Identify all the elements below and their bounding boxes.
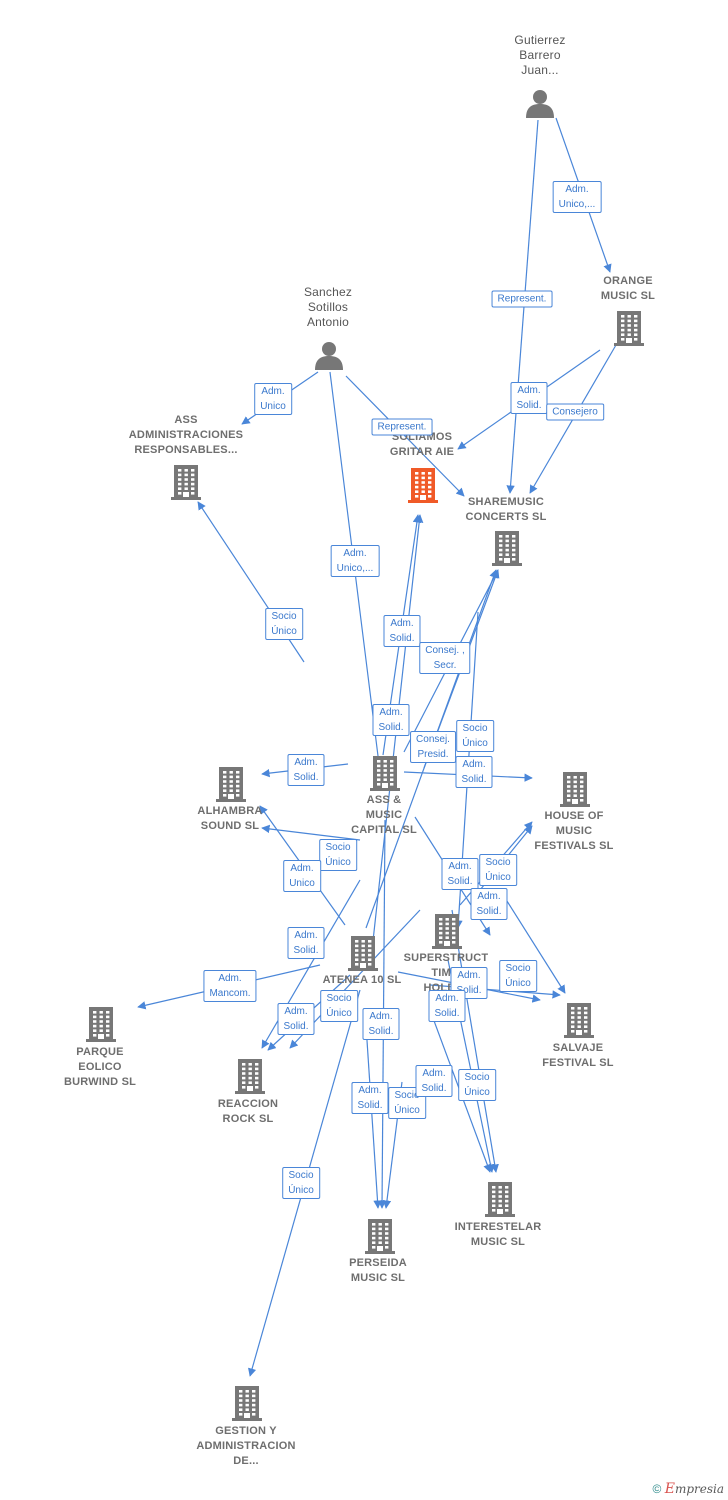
edge-label-e4[interactable]: Represent.	[371, 418, 433, 436]
node-label: REACCION ROCK SL	[217, 1098, 279, 1125]
edge-label-e21[interactable]: Adm. Solid.	[287, 927, 325, 959]
node-salvaje[interactable]: SALVAJE FESTIVAL SL	[542, 1041, 613, 1071]
node-label: ALHAMBRA SOUND SL	[197, 805, 263, 832]
edge-label-e11[interactable]: Adm. Solid.	[372, 704, 410, 736]
person-icon[interactable]	[314, 340, 344, 375]
node-label: Sanchez Sotillos Antonio	[303, 285, 353, 329]
edge-label-e9[interactable]: Adm. Solid.	[383, 615, 421, 647]
edge-label-e3[interactable]: Adm. Unico	[254, 383, 292, 415]
node-interestelar[interactable]: INTERESTELAR MUSIC SL	[455, 1220, 542, 1250]
edge-label-e12[interactable]: Consej. Presid.	[410, 731, 456, 763]
edge-label-e8[interactable]: Socio Único	[265, 608, 303, 640]
building-icon[interactable]	[235, 1058, 265, 1099]
edge-label-e30[interactable]: Adm. Solid.	[351, 1082, 389, 1114]
building-icon[interactable]	[564, 1002, 594, 1043]
node-parque[interactable]: PARQUE EOLICO BURWIND SL	[64, 1045, 136, 1090]
edge-label-e14[interactable]: Adm. Solid.	[455, 756, 493, 788]
edge-label-e7[interactable]: Adm. Unico,...	[330, 545, 380, 577]
person-icon[interactable]	[525, 88, 555, 123]
copyright-symbol: ©	[652, 1482, 662, 1496]
edge-label-e16[interactable]: Socio Único	[319, 839, 357, 871]
node-label: SHAREMUSIC CONCERTS SL	[465, 496, 547, 523]
edge-line	[261, 824, 361, 841]
edge-label-e27[interactable]: Adm. Solid.	[428, 990, 466, 1022]
building-icon[interactable]	[432, 913, 462, 954]
node-label: PERSEIDA MUSIC SL	[349, 1257, 407, 1284]
edge-label-e28[interactable]: Socio Único	[499, 960, 537, 992]
node-sharemusic[interactable]: SHAREMUSIC CONCERTS SL	[465, 495, 546, 525]
node-atenea[interactable]: ATENEA 10 SL	[323, 973, 402, 988]
edge-label-e32[interactable]: Adm. Solid.	[415, 1065, 453, 1097]
building-icon[interactable]	[560, 771, 590, 812]
building-icon[interactable]	[492, 530, 522, 571]
node-label: ASS & MUSIC CAPITAL SL	[351, 794, 417, 836]
node-gestion[interactable]: GESTION Y ADMINISTRACION DE...	[196, 1424, 295, 1469]
node-label: GESTION Y ADMINISTRACION DE...	[196, 1425, 296, 1467]
node-label: Gutierrez Barrero Juan...	[514, 33, 566, 77]
edge-label-e18[interactable]: Adm. Solid.	[441, 858, 479, 890]
edge-label-e5[interactable]: Adm. Solid.	[510, 382, 548, 414]
edge-label-e15[interactable]: Adm. Solid.	[287, 754, 325, 786]
node-label: ORANGE MUSIC SL	[600, 275, 656, 302]
edge-label-e10[interactable]: Consej. , Secr.	[419, 642, 471, 674]
node-perseida[interactable]: PERSEIDA MUSIC SL	[349, 1256, 407, 1286]
node-alhambra[interactable]: ALHAMBRA SOUND SL	[197, 804, 262, 834]
node-label: INTERESTELAR MUSIC SL	[454, 1221, 542, 1248]
edge-label-e25[interactable]: Adm. Solid.	[362, 1008, 400, 1040]
building-icon[interactable]	[216, 766, 246, 807]
edge-label-e33[interactable]: Socio Único	[458, 1069, 496, 1101]
building-icon[interactable]	[614, 310, 644, 351]
edge-label-e22[interactable]: Adm. Mancom.	[203, 970, 257, 1002]
edge-label-e13[interactable]: Socio Único	[456, 720, 494, 752]
node-label: SALVAJE FESTIVAL SL	[542, 1042, 614, 1069]
footer-brand[interactable]: © Empresia	[653, 1481, 724, 1497]
building-icon[interactable]	[485, 1181, 515, 1222]
building-icon[interactable]	[408, 467, 438, 508]
node-house[interactable]: HOUSE OF MUSIC FESTIVALS SL	[534, 809, 613, 854]
node-label: ASS ADMINISTRACIONES RESPONSABLES...	[128, 414, 244, 456]
edge-label-e2[interactable]: Represent.	[491, 290, 553, 308]
edge-label-e23[interactable]: Adm. Solid.	[277, 1003, 315, 1035]
node-ass_admin[interactable]: ASS ADMINISTRACIONES RESPONSABLES...	[129, 413, 243, 458]
node-gutierrez[interactable]: Gutierrez Barrero Juan...	[514, 33, 565, 78]
building-icon[interactable]	[86, 1006, 116, 1047]
node-reaccion[interactable]: REACCION ROCK SL	[218, 1097, 278, 1127]
edge-line	[345, 375, 465, 497]
node-label: HOUSE OF MUSIC FESTIVALS SL	[534, 810, 614, 852]
building-icon[interactable]	[232, 1385, 262, 1426]
building-icon[interactable]	[365, 1218, 395, 1259]
node-sanchez[interactable]: Sanchez Sotillos Antonio	[304, 285, 352, 330]
edge-label-e24[interactable]: Socio Único	[320, 990, 358, 1022]
edge-line	[451, 909, 499, 1173]
edge-line	[499, 889, 566, 994]
building-icon[interactable]	[370, 755, 400, 796]
edge-label-e34[interactable]: Socio Único	[282, 1167, 320, 1199]
edge-label-e6[interactable]: Consejero	[546, 403, 604, 421]
edge-label-e17[interactable]: Adm. Unico	[283, 860, 321, 892]
building-icon[interactable]	[171, 464, 201, 505]
edge-label-e20[interactable]: Adm. Solid.	[470, 888, 508, 920]
node-orange[interactable]: ORANGE MUSIC SL	[601, 274, 655, 304]
edge-label-e1[interactable]: Adm. Unico,...	[552, 181, 602, 213]
edge-label-e19[interactable]: Socio Único	[479, 854, 517, 886]
building-icon[interactable]	[348, 935, 378, 976]
node-ass_music[interactable]: ASS & MUSIC CAPITAL SL	[351, 793, 417, 838]
node-label: PARQUE EOLICO BURWIND SL	[63, 1046, 137, 1088]
empresia-logo: Empresia	[664, 1481, 724, 1497]
node-label: ATENEA 10 SL	[322, 974, 402, 986]
